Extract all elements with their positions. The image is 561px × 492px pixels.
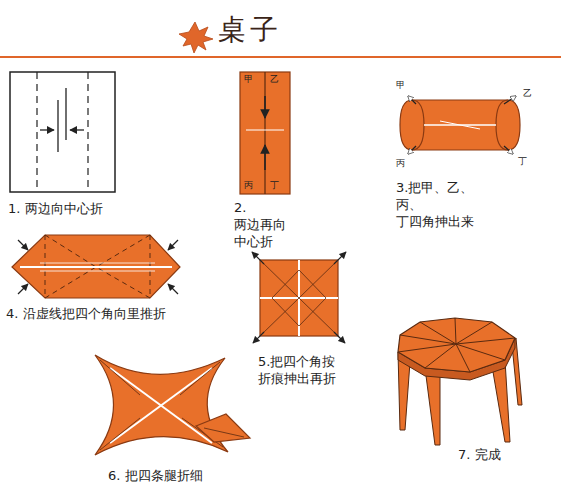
corner-label: 丁 [518,156,527,168]
corner-label: 甲 [396,80,405,92]
step3-paper [400,96,520,154]
step-caption: 5.把四个角按 折痕抻出再折 [258,354,336,388]
table-figure [398,318,522,445]
step-caption: 7. 完成 [458,447,501,464]
corner-label: 丙 [244,180,253,192]
corner-label: 甲 [244,74,253,86]
corner-label: 丁 [270,180,279,192]
step-caption: 2. 两边再向 中心折 [234,200,286,251]
step-caption: 1. 两边向中心折 [8,201,103,218]
step-caption: 6. 把四条腿折细 [108,468,203,485]
header-rule [0,56,561,58]
step-caption: 4. 沿虚线把四个角向里推折 [6,306,166,323]
corner-label: 丙 [396,158,405,170]
step4-paper [12,235,180,298]
step5-paper [252,252,346,343]
corner-label: 乙 [523,88,532,100]
page-title: 桌子 [218,12,282,48]
step1-paper [10,72,115,192]
step2-paper [240,72,290,194]
step6-paper [95,355,250,455]
step-caption: 3.把甲、乙、丙、 丁四角抻出来 [396,180,474,231]
maple-leaf-icon [179,22,213,53]
corner-label: 乙 [270,74,279,86]
